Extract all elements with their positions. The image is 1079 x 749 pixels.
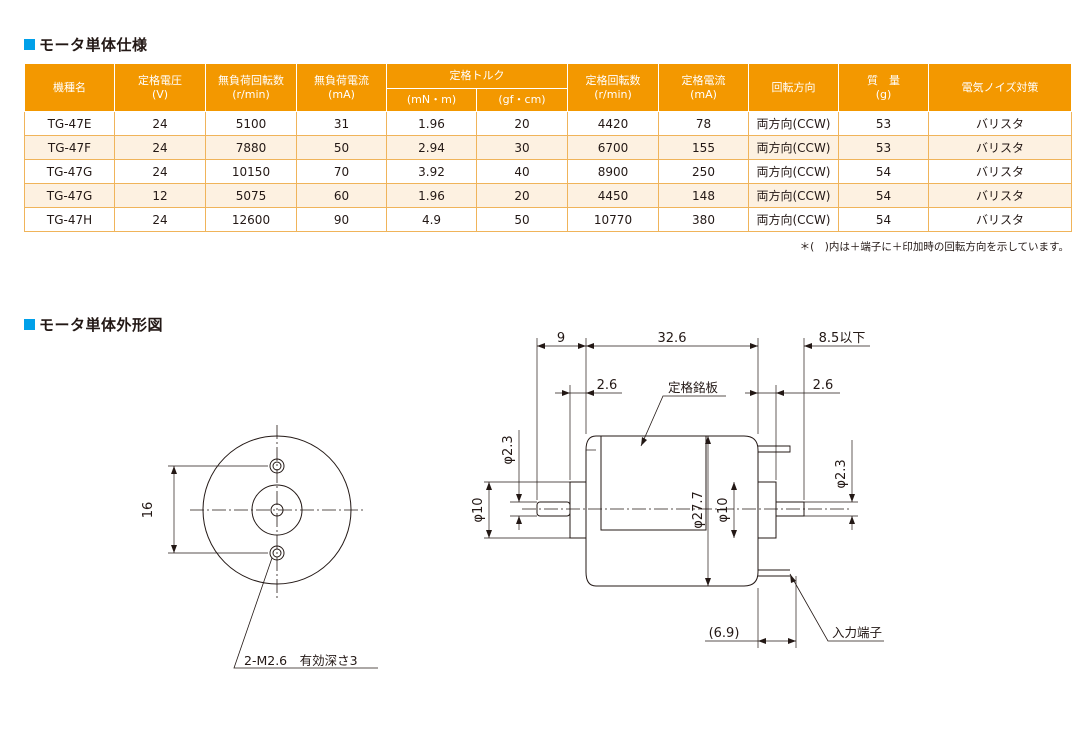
spec-footnote: ＊( )内は＋端子に＋印加時の回転方向を示しています。 [799,241,1069,253]
table-cell: バリスタ [928,183,1072,208]
side-view [484,338,884,648]
table-cell: バリスタ [928,207,1072,232]
table-cell: 50 [476,207,568,232]
table-cell: 24 [114,207,206,232]
dim-6-9-label: (6.9) [709,626,740,641]
table-cell: 4.9 [386,207,477,232]
table-cell: 1.96 [386,183,477,208]
table-cell: 24 [114,135,206,160]
table-cell: 20 [476,183,568,208]
dim-2-6-right-label: 2.6 [813,378,834,393]
table-cell: 54 [838,207,929,232]
header-rated-current: 定格電流(mA) [658,63,749,112]
table-cell: 60 [296,183,387,208]
table-cell: 155 [658,135,749,160]
title-square-icon [24,319,35,330]
table-cell: 53 [838,135,929,160]
phi-10-left-label: φ10 [471,497,486,522]
table-cell: 10770 [567,207,659,232]
table-cell: 20 [476,111,568,136]
table-cell: 24 [114,159,206,184]
phi-10-right-label: φ10 [716,497,731,522]
title-square-icon [24,39,35,50]
table-cell: バリスタ [928,159,1072,184]
spec-table: 機種名 定格電圧(V) 無負荷回転数(r/min) 無負荷電流(mA) 定格トル… [24,63,1072,232]
table-cell: 40 [476,159,568,184]
table-cell: 7880 [205,135,297,160]
header-no-load-speed: 無負荷回転数(r/min) [205,63,297,112]
right-boss [757,481,777,539]
phi-2-3-left-label: φ2.3 [501,435,516,464]
table-cell: 両方向(CCW) [748,135,839,160]
header-rated-voltage: 定格電圧(V) [114,63,206,112]
table-cell: 380 [658,207,749,232]
table-cell: 両方向(CCW) [748,183,839,208]
table-cell: 53 [838,111,929,136]
dim-9-label: 9 [557,331,565,346]
table-cell: 5100 [205,111,297,136]
dim-2-6-left-label: 2.6 [597,378,618,393]
table-cell: 12 [114,183,206,208]
table-cell: バリスタ [928,111,1072,136]
table-cell: バリスタ [928,135,1072,160]
table-cell: 148 [658,183,749,208]
left-boss [569,481,587,539]
header-mass: 質 量(g) [838,63,929,112]
terminal-label: 入力端子 [832,625,882,640]
table-cell: 1.96 [386,111,477,136]
table-cell: 6700 [567,135,659,160]
spec-title-text: モータ単体仕様 [39,36,148,54]
table-cell: 両方向(CCW) [748,207,839,232]
table-cell: 8900 [567,159,659,184]
hole-label: 2-M2.6 有効深さ3 [244,653,358,668]
phi-27-7-label: φ27.7 [691,491,706,529]
header-model: 機種名 [24,63,115,112]
outline-title-text: モータ単体外形図 [39,316,164,334]
side-body [585,435,759,587]
dim-32-6-label: 32.6 [658,331,687,346]
dim-16-label: 16 [141,502,156,519]
phi-2-3-right-label: φ2.3 [834,459,849,488]
spec-section-title: モータ単体仕様 [24,34,148,55]
header-rated-speed: 定格回転数(r/min) [567,63,659,112]
table-cell: 24 [114,111,206,136]
table-cell: 78 [658,111,749,136]
nameplate-rect [600,435,707,531]
outline-section-title: モータ単体外形図 [24,314,163,335]
table-cell: TG-47H [24,207,115,232]
header-no-load-current: 無負荷電流(mA) [296,63,387,112]
table-cell: 3.92 [386,159,477,184]
front-view [168,425,378,669]
table-cell: 10150 [205,159,297,184]
table-cell: TG-47F [24,135,115,160]
table-cell: TG-47G [24,159,115,184]
table-cell: 4420 [567,111,659,136]
table-cell: 両方向(CCW) [748,159,839,184]
table-cell: 5075 [205,183,297,208]
table-cell: 30 [476,135,568,160]
table-cell: 90 [296,207,387,232]
nameplate-label: 定格銘板 [668,380,719,395]
table-cell: 両方向(CCW) [748,111,839,136]
table-cell: TG-47G [24,183,115,208]
table-cell: TG-47E [24,111,115,136]
header-noise: 電気ノイズ対策 [928,63,1072,112]
dim-8-5-label: 8.5以下 [819,331,866,346]
